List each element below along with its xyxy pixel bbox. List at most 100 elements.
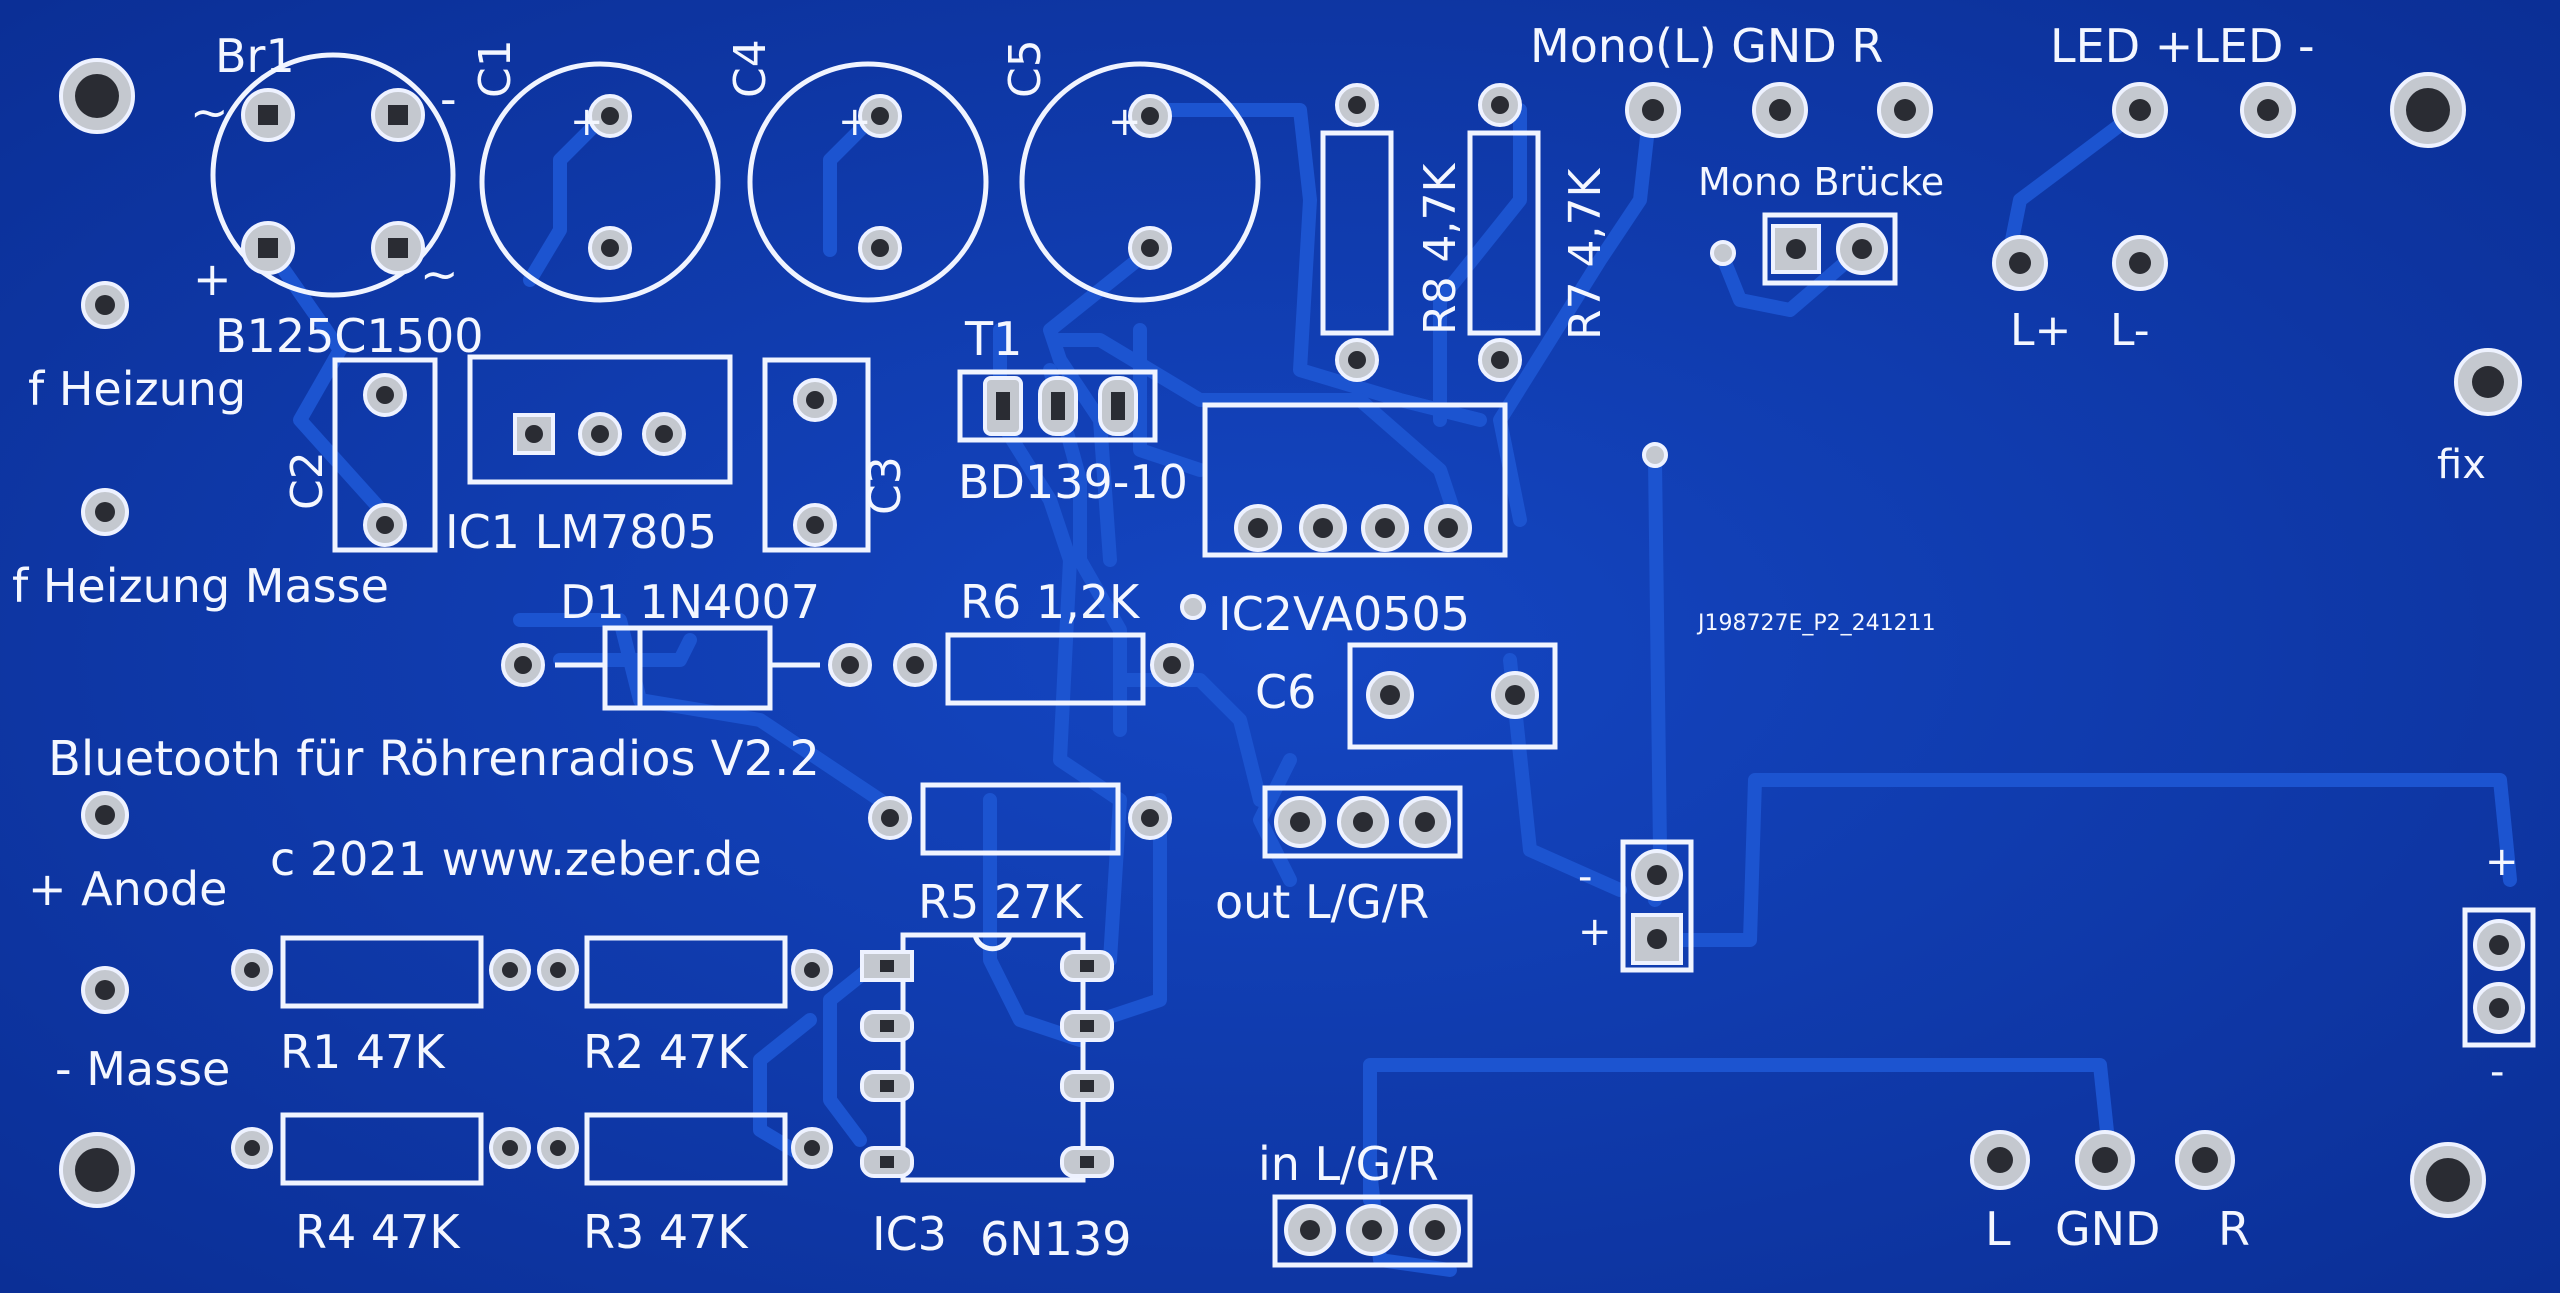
label-ic1: IC1 LM7805	[445, 505, 717, 559]
pad-d1-1	[501, 643, 545, 687]
ic1-outline	[467, 354, 733, 485]
pad-r4-2	[489, 1127, 531, 1169]
pad-br1-2	[371, 88, 425, 142]
label-anode: + Anode	[28, 862, 227, 916]
pad-r1-1	[231, 949, 273, 991]
label-r2: R2 47K	[583, 1025, 749, 1079]
pad-out-g	[1337, 796, 1389, 848]
capacitor-c1-outline	[479, 61, 721, 303]
pad-mono-l	[1625, 82, 1681, 138]
pad-r4-1	[231, 1127, 273, 1169]
mounting-hole-bottom-left	[59, 1132, 135, 1208]
r4-outline	[280, 1112, 484, 1186]
pad-in-l	[1284, 1204, 1336, 1256]
board-copyright: c 2021 www.zeber.de	[270, 832, 762, 886]
pad-c2-1	[363, 373, 407, 417]
pad-ic2-1	[1234, 504, 1282, 552]
label-r5: R5 27K	[918, 875, 1084, 929]
label-r4: R4 47K	[295, 1205, 461, 1259]
pad-out-r	[1399, 796, 1451, 848]
label-plus-bridge: +	[193, 252, 232, 306]
board-code: J198727E_P2_241211	[1696, 611, 1936, 636]
label-ic3-type: 6N139	[980, 1212, 1131, 1266]
r1-outline	[280, 935, 484, 1009]
r8-outline	[1320, 130, 1394, 336]
label-c5-plus: +	[1108, 99, 1142, 145]
label-bottom-r: R	[2218, 1202, 2250, 1256]
bridge-rectifier-outline	[210, 52, 456, 298]
label-d1: D1 1N4007	[560, 575, 820, 629]
label-f-heizung: f Heizung	[28, 362, 246, 416]
pad-r2-1	[537, 949, 579, 991]
label-bridge: B125C1500	[215, 309, 484, 363]
label-led: LED +LED -	[2050, 19, 2315, 73]
pad-br1-3	[241, 221, 295, 275]
label-r6: R6 1,2K	[960, 575, 1141, 629]
label-mono: Mono(L) GND R	[1530, 19, 1883, 73]
pad-r7-2	[1478, 338, 1522, 382]
pad-r8-2	[1335, 338, 1379, 382]
r6-outline	[945, 632, 1146, 706]
silkscreen-outlines	[210, 52, 2536, 1268]
label-tilde-left: ~	[190, 85, 229, 139]
label-masse: - Masse	[55, 1042, 230, 1096]
label-r8: R8 4,7K	[1415, 162, 1466, 335]
pad-mono-via	[1710, 240, 1736, 266]
capacitor-c5-outline	[1019, 61, 1261, 303]
pad-anode	[81, 791, 129, 839]
right-connector-outline	[2462, 907, 2536, 1048]
pad-ic2-4	[1424, 504, 1472, 552]
pad-ic2-3	[1361, 504, 1409, 552]
pad-right-plus	[2473, 919, 2525, 971]
label-pm-minus: -	[1578, 854, 1592, 900]
pad-c6-1	[1366, 671, 1414, 719]
label-l-plus: L+	[2010, 305, 2071, 356]
pad-t1-3	[1098, 376, 1138, 436]
board-title: Bluetooth für Röhrenradios V2.2	[48, 731, 820, 787]
mounting-hole-bottom-right	[2410, 1142, 2486, 1218]
label-in: in L/G/R	[1258, 1137, 1439, 1191]
t1-outline	[957, 369, 1158, 443]
label-pm-plus: +	[1578, 909, 1612, 955]
pad-bottom-l	[1970, 1130, 2030, 1190]
via-center	[1642, 442, 1668, 468]
mono-bridge-outline	[1762, 212, 1898, 286]
pad-r3-1	[537, 1127, 579, 1169]
label-ic3: IC3	[872, 1207, 947, 1261]
pad-mono-bridge-1	[1771, 224, 1821, 274]
c3-outline	[762, 357, 871, 553]
label-br1: Br1	[215, 29, 295, 83]
label-t1: T1	[964, 312, 1022, 366]
pad-c1-minus	[588, 226, 632, 270]
label-ic2: IC2VA0505	[1218, 587, 1470, 641]
label-out: out L/G/R	[1215, 875, 1429, 929]
pad-t1-2	[1038, 376, 1078, 436]
pad-c5-plus	[1128, 94, 1172, 138]
pad-c2-2	[363, 503, 407, 547]
pad-br1-4	[371, 221, 425, 275]
pad-out-l	[1274, 796, 1326, 848]
label-c4: C4	[725, 39, 776, 98]
pad-r5-1	[868, 796, 912, 840]
pad-f-heizung	[81, 281, 129, 329]
pad-c4-minus	[858, 226, 902, 270]
label-tilde-right: ~	[420, 247, 459, 301]
pad-f-heizung-masse	[81, 488, 129, 536]
ic3-outline	[900, 932, 1086, 1183]
pads	[81, 82, 2525, 1256]
pad-c4-plus	[858, 94, 902, 138]
label-c1-plus: +	[570, 99, 604, 145]
pad-ic1-2	[578, 412, 622, 456]
pad-led-plus	[2112, 82, 2168, 138]
pad-r3-2	[791, 1127, 833, 1169]
label-mono-bruecke: Mono Brücke	[1698, 160, 1944, 204]
pm-connector-outline	[1620, 839, 1694, 973]
pad-ic3-1	[860, 950, 914, 982]
pad-r6-1	[893, 643, 937, 687]
pad-r2-2	[791, 949, 833, 991]
mounting-hole-top-right	[2390, 72, 2466, 148]
ic3-notch	[972, 934, 1013, 952]
label-c1: C1	[470, 39, 521, 98]
label-bottom-gnd: GND	[2055, 1202, 2160, 1256]
label-c2: C2	[282, 451, 333, 510]
